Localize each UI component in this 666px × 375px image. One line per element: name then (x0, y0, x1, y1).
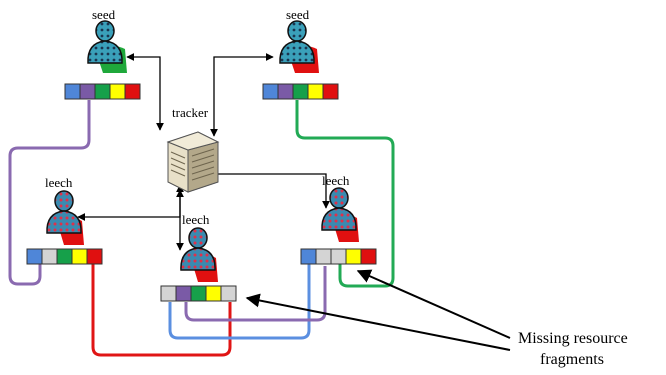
fragment-cell-empty (160, 285, 177, 302)
person-icon (46, 190, 82, 234)
fragment-cell-green (190, 285, 207, 302)
fragment-cell-blue (64, 83, 81, 100)
person-icon (279, 20, 315, 64)
fragment-bar-leech-left (26, 248, 103, 265)
person-icon (87, 20, 123, 64)
callout-text-line1: Missing resource (518, 330, 628, 347)
connection-leech-right-tracker (209, 170, 330, 209)
fragment-cell-red (322, 83, 339, 100)
peer-leech-middle (180, 227, 218, 282)
label-leech-left: leech (45, 175, 73, 190)
label-leech-right: leech (322, 173, 350, 188)
fragment-cell-green (56, 248, 73, 265)
fragment-cell-yellow (71, 248, 88, 265)
fragment-cell-empty (330, 248, 347, 265)
fragment-cell-yellow (109, 83, 126, 100)
fragment-cell-empty (220, 285, 237, 302)
peer-seed-right (279, 20, 319, 73)
fragment-cell-empty (41, 248, 58, 265)
person-icon (321, 187, 357, 231)
flow-line-purple-leech-to-leech (184, 266, 327, 322)
peer-seed-left (87, 20, 127, 73)
callout-text-line2: fragments (540, 351, 604, 368)
connection-seed-left-tracker (126, 53, 164, 131)
label-seed-left: seed (92, 7, 116, 22)
peer-leech-right (321, 187, 359, 242)
callout-arrow-middle-bar (245, 293, 511, 351)
fragment-cell-purple (79, 83, 96, 100)
label-seed-right: seed (286, 7, 310, 22)
fragment-cell-yellow (307, 83, 324, 100)
flow-line-green-seed-to-leech (295, 100, 395, 288)
fragment-bar-seed-right (262, 83, 339, 100)
flow-line-red-leech-to-leech (91, 264, 232, 357)
fragment-cell-yellow (205, 285, 222, 302)
connection-leech-left-tracker (77, 184, 184, 221)
fragment-bar-leech-right (300, 248, 377, 265)
callout-arrow-right-bar (356, 269, 511, 339)
server-tower-icon (166, 131, 220, 193)
fragment-cell-purple (277, 83, 294, 100)
fragment-cell-green (292, 83, 309, 100)
person-icon (180, 227, 216, 271)
label-leech-middle: leech (182, 212, 210, 227)
fragment-cell-blue (300, 248, 317, 265)
fragment-bar-leech-middle (160, 285, 237, 302)
callout-missing-fragments (245, 269, 511, 351)
connection-seed-right-tracker (210, 53, 274, 137)
flow-line-purple-seed-to-leech (8, 100, 91, 286)
fragment-cell-blue (262, 83, 279, 100)
fragment-cell-blue (26, 248, 43, 265)
fragment-bar-seed-left (64, 83, 141, 100)
flow-line-blue-leech-to-leech (168, 264, 311, 340)
fragment-cell-green (94, 83, 111, 100)
fragment-cell-purple (175, 285, 192, 302)
fragment-cell-red (360, 248, 377, 265)
tracker-connections (77, 53, 330, 251)
fragment-cell-empty (315, 248, 332, 265)
label-tracker: tracker (172, 105, 209, 120)
fragment-cell-red (86, 248, 103, 265)
fragment-cell-red (124, 83, 141, 100)
fragment-cell-yellow (345, 248, 362, 265)
flow-lines (8, 100, 395, 357)
peer-leech-left (46, 190, 84, 245)
